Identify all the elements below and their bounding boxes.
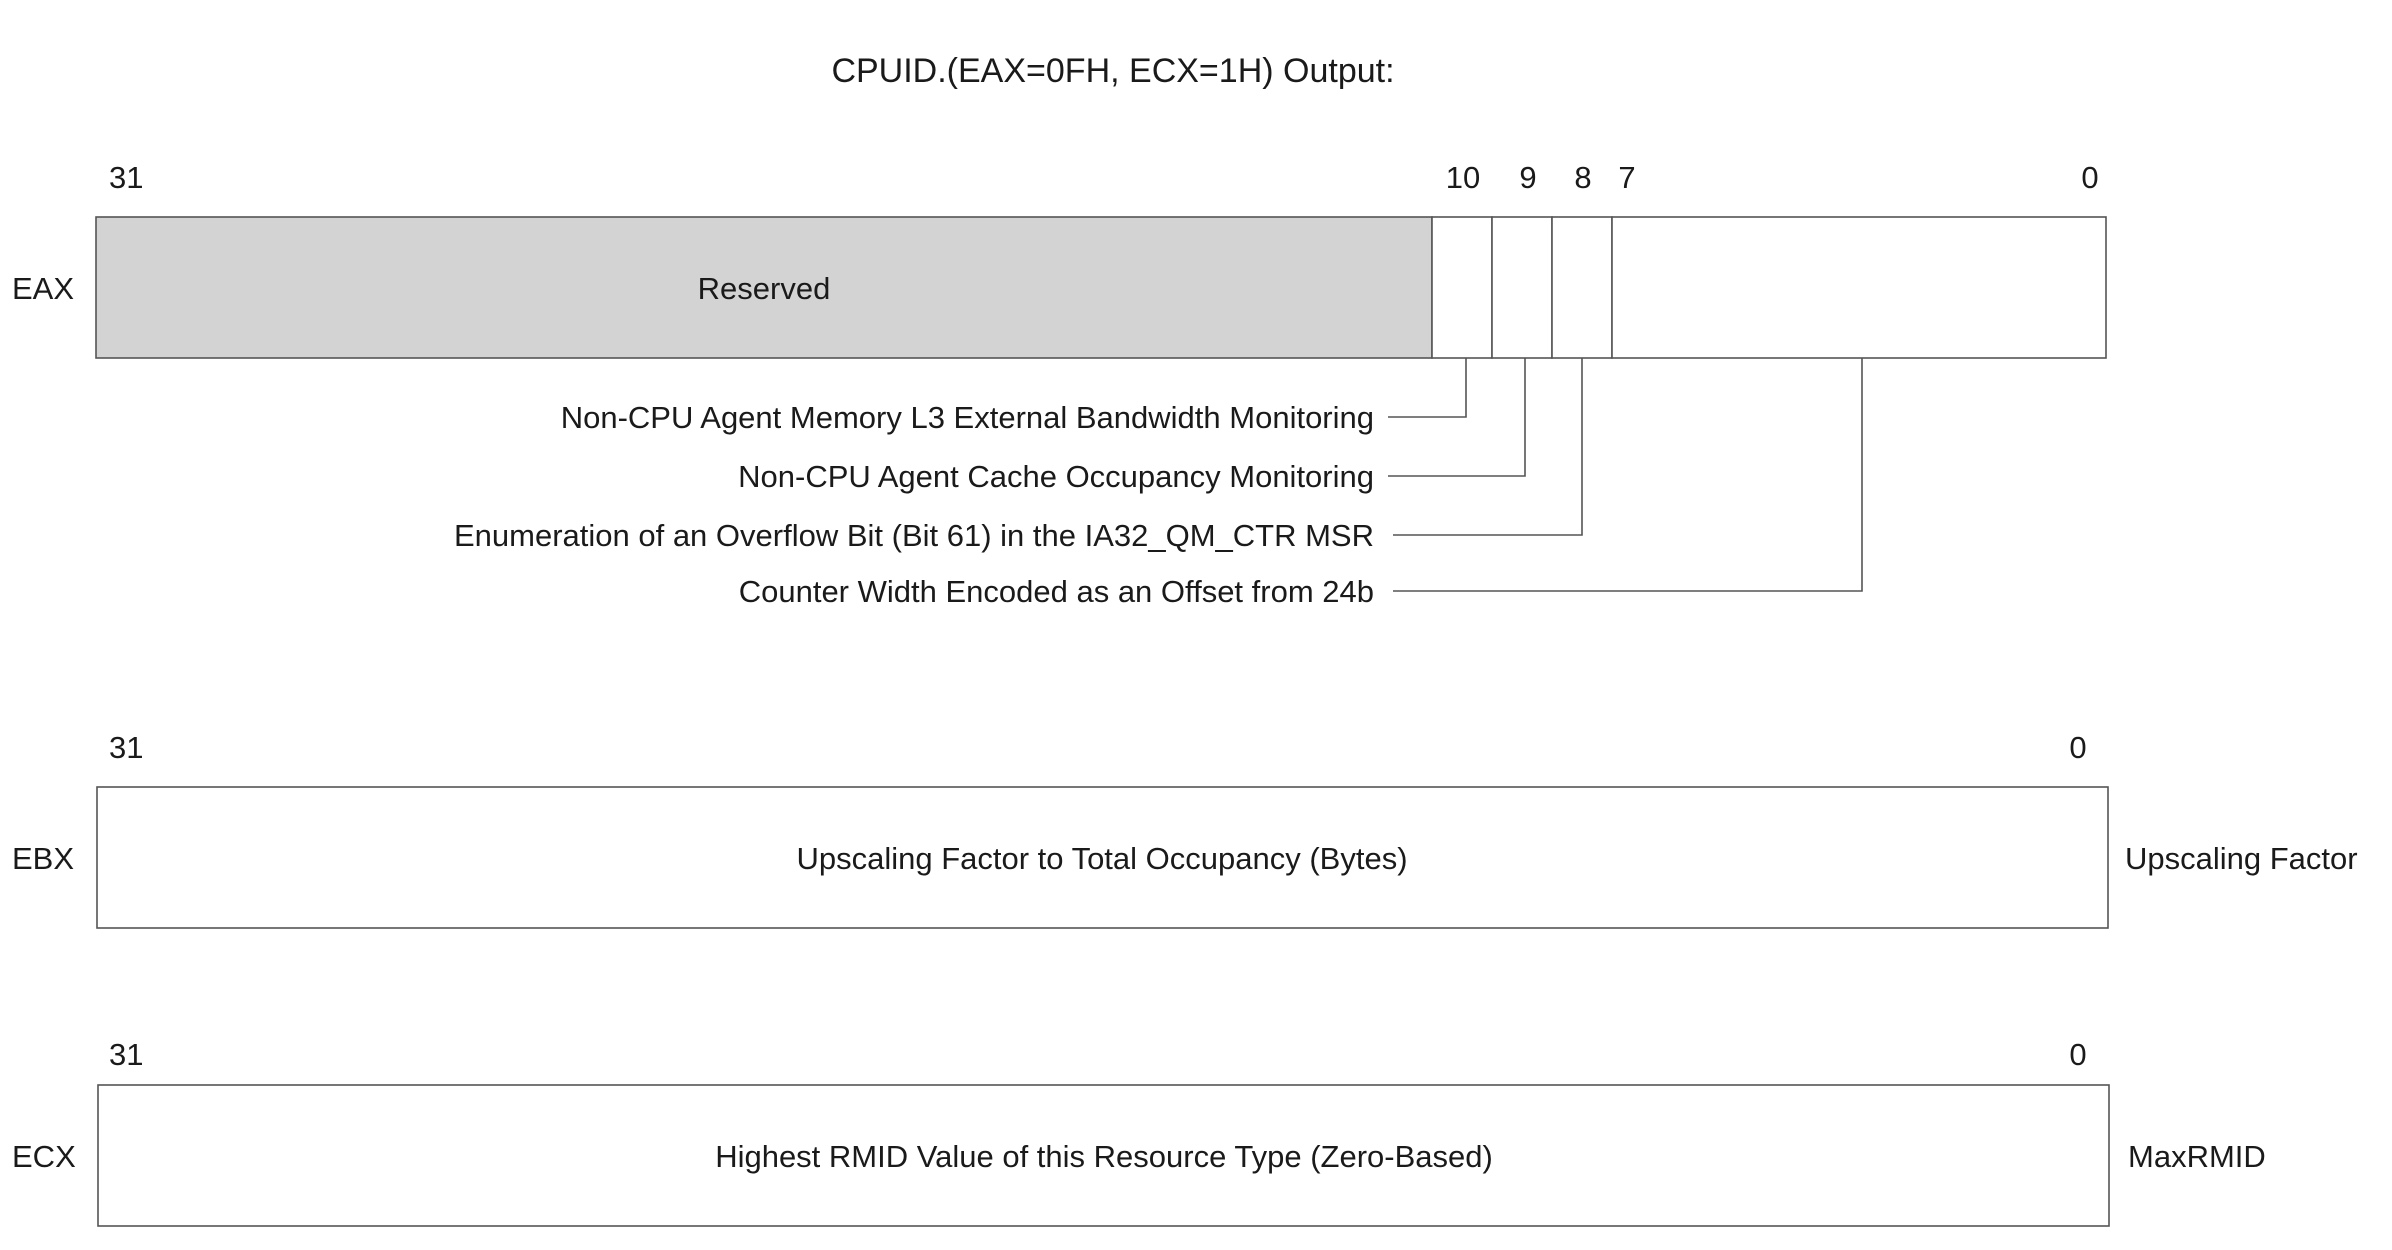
eax-bit-10: 10 xyxy=(1446,160,1480,195)
eax-bit-9: 9 xyxy=(1519,160,1536,195)
ecx-register-label: ECX xyxy=(12,1139,76,1174)
ebx-register: 31 0 EBX Upscaling Factor to Total Occup… xyxy=(12,730,2358,929)
eax-bit-7: 7 xyxy=(1618,160,1635,195)
ebx-field-label: Upscaling Factor to Total Occupancy (Byt… xyxy=(796,841,1407,876)
ecx-bit-0: 0 xyxy=(2069,1037,2086,1072)
ebx-bit-31: 31 xyxy=(109,730,143,765)
ecx-maxrmid-field xyxy=(97,1084,2110,1227)
ecx-side-label: MaxRMID xyxy=(2128,1139,2266,1174)
callout-leader-bit8 xyxy=(1393,358,1583,536)
ecx-bit-31: 31 xyxy=(109,1037,143,1072)
eax-bit-31: 31 xyxy=(109,160,143,195)
eax-counter-width-field xyxy=(1611,216,2107,359)
callout-leader-bit9 xyxy=(1388,358,1526,477)
eax-bit-0: 0 xyxy=(2081,160,2098,195)
diagram-title: CPUID.(EAX=0FH, ECX=1H) Output: xyxy=(831,52,1394,90)
callout-counter-width: Counter Width Encoded as an Offset from … xyxy=(739,574,1374,609)
eax-register: 31 10 9 8 7 0 EAX Reserved Non-CPU Agent… xyxy=(12,160,2107,609)
eax-reserved-field xyxy=(95,216,1433,359)
eax-bit9-field xyxy=(1491,216,1553,359)
ebx-register-label: EBX xyxy=(12,841,74,876)
callout-overflow-bit: Enumeration of an Overflow Bit (Bit 61) … xyxy=(454,518,1374,553)
ebx-bit-0: 0 xyxy=(2069,730,2086,765)
ecx-register: 31 0 ECX Highest RMID Value of this Reso… xyxy=(12,1037,2266,1227)
eax-register-label: EAX xyxy=(12,271,74,306)
callout-l3-external-bandwidth: Non-CPU Agent Memory L3 External Bandwid… xyxy=(561,400,1374,435)
callout-leader-bit10 xyxy=(1388,358,1467,418)
ebx-side-label: Upscaling Factor xyxy=(2125,841,2358,876)
ebx-upscaling-field xyxy=(96,786,2109,929)
eax-bit-8: 8 xyxy=(1574,160,1591,195)
eax-reserved-label: Reserved xyxy=(698,271,831,306)
eax-bit8-field xyxy=(1551,216,1613,359)
eax-bit10-field xyxy=(1431,216,1493,359)
callout-leader-counter-width xyxy=(1393,358,1863,592)
callout-cache-occupancy: Non-CPU Agent Cache Occupancy Monitoring xyxy=(738,459,1374,494)
ecx-field-label: Highest RMID Value of this Resource Type… xyxy=(715,1139,1493,1174)
